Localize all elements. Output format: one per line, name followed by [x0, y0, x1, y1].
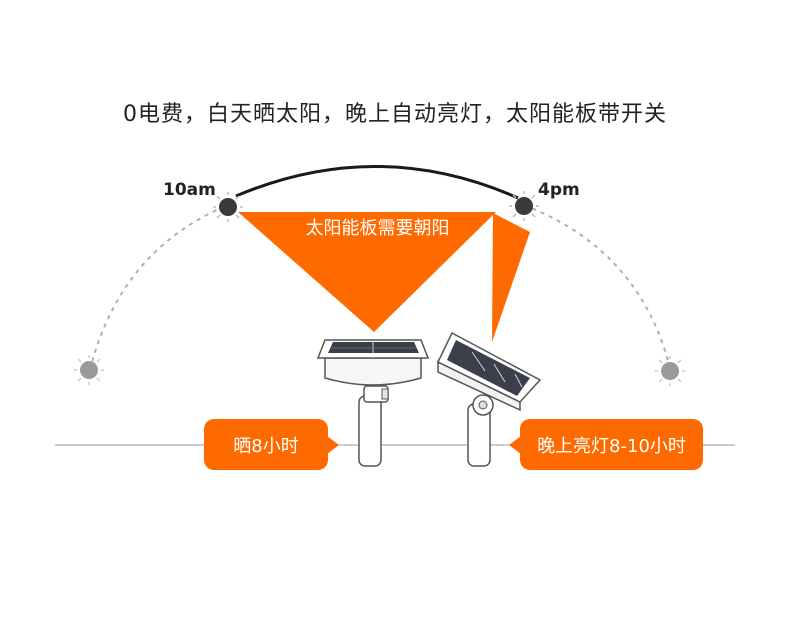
lighting-hours-label: 晚上亮灯8-10小时 — [537, 435, 686, 457]
bubble-tail — [509, 435, 521, 454]
sunlight-cone-right — [492, 213, 530, 342]
solar-light-icon — [316, 339, 430, 467]
time-label-end: 4pm — [538, 180, 580, 200]
charging-hours-label: 晒8小时 — [233, 435, 299, 457]
solar-light-icon — [436, 331, 542, 467]
charging-hours-bubble: 晒8小时 — [204, 419, 339, 470]
sun-icon — [655, 356, 685, 386]
lighting-hours-bubble: 晚上亮灯8-10小时 — [509, 419, 703, 470]
sun-path-evening — [523, 204, 671, 369]
time-label-start: 10am — [163, 180, 216, 200]
sun-path-morning — [89, 204, 229, 371]
sun-path-daytime — [235, 165, 519, 200]
headline: 0电费，白天晒太阳，晚上自动亮灯，太阳能板带开关 — [123, 102, 667, 127]
bubble-tail — [327, 435, 339, 454]
cone-label: 太阳能板需要朝阳 — [305, 218, 450, 239]
sun-icon — [74, 355, 104, 385]
sunlight-cone-left — [238, 212, 496, 332]
sun-icon — [509, 191, 539, 221]
sun-icon — [213, 192, 243, 222]
